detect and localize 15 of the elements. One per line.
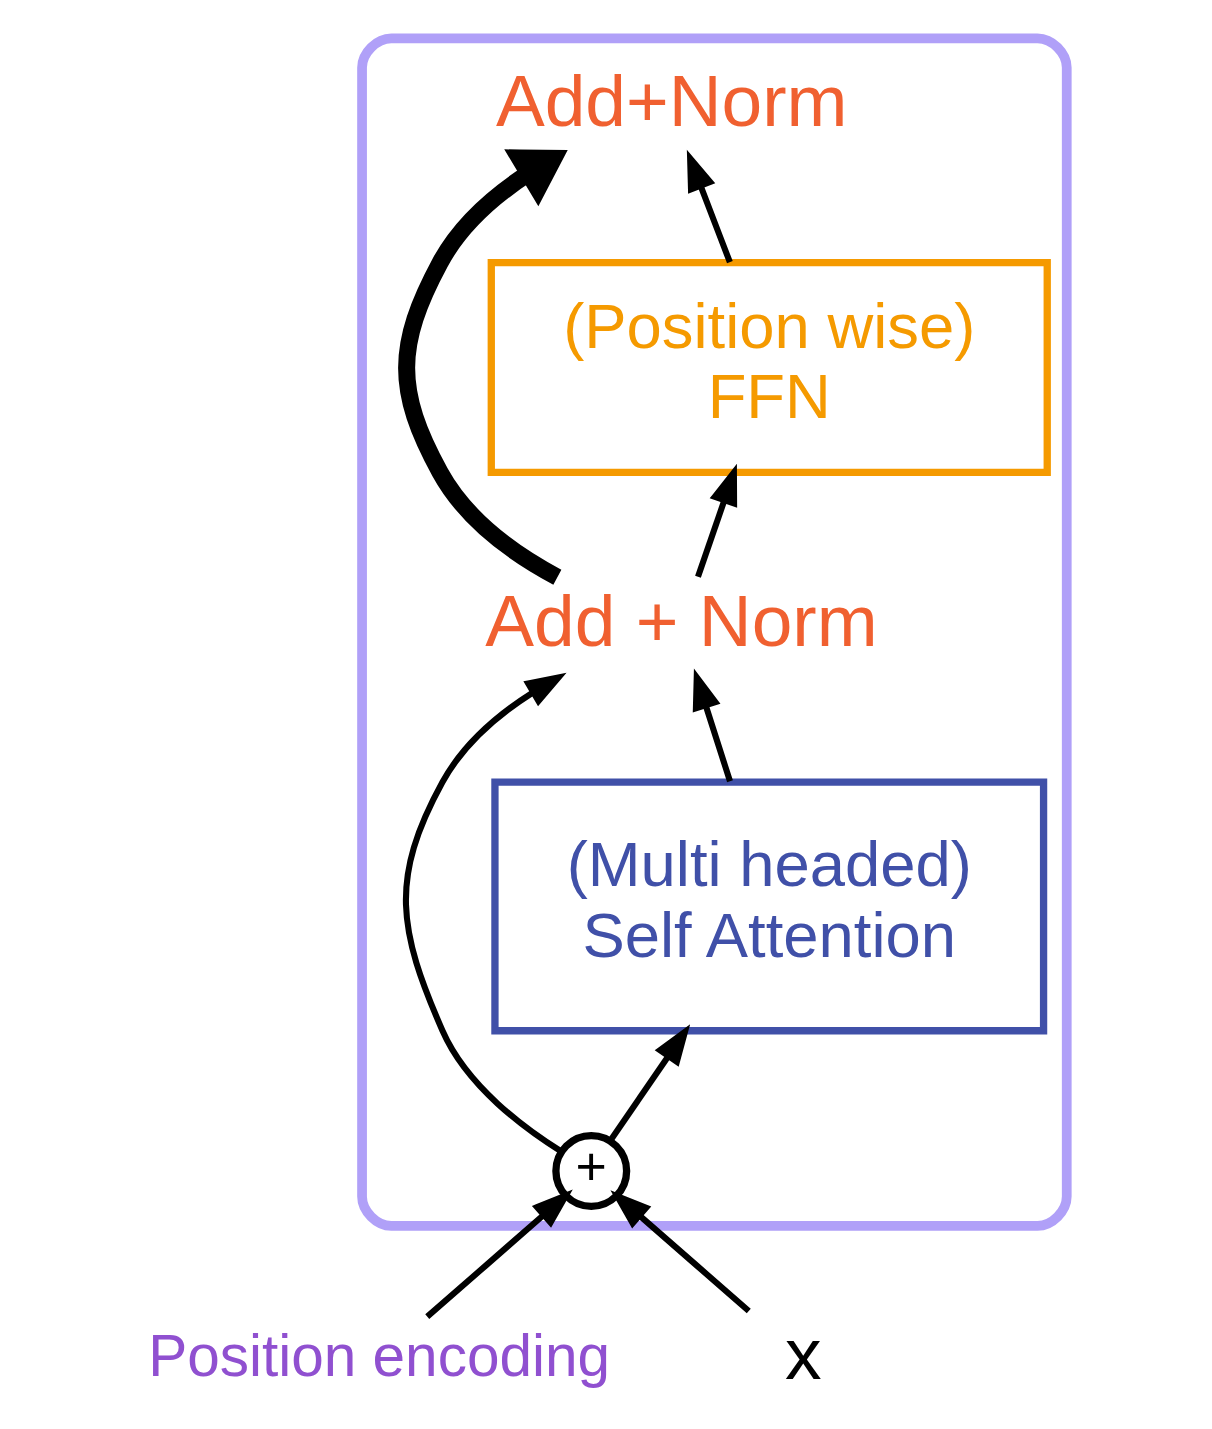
arrow: [402, 672, 567, 1154]
node-text: x: [784, 1312, 822, 1395]
node-box: (Position wise) FFN: [487, 258, 1051, 476]
arrow: [686, 149, 733, 263]
arrow: [607, 1023, 690, 1142]
arrow: [694, 463, 737, 578]
arrow: [692, 668, 733, 782]
node-text: Add+Norm: [495, 59, 848, 142]
node-circle: +: [551, 1131, 630, 1210]
node-box: (Multi headed) Self Attention: [490, 777, 1047, 1034]
arrow: [397, 148, 568, 585]
arrow: [609, 1189, 751, 1313]
node-text: Position encoding: [147, 1322, 610, 1388]
node-text: Add + Norm: [484, 579, 878, 662]
arrow: [424, 1189, 573, 1319]
